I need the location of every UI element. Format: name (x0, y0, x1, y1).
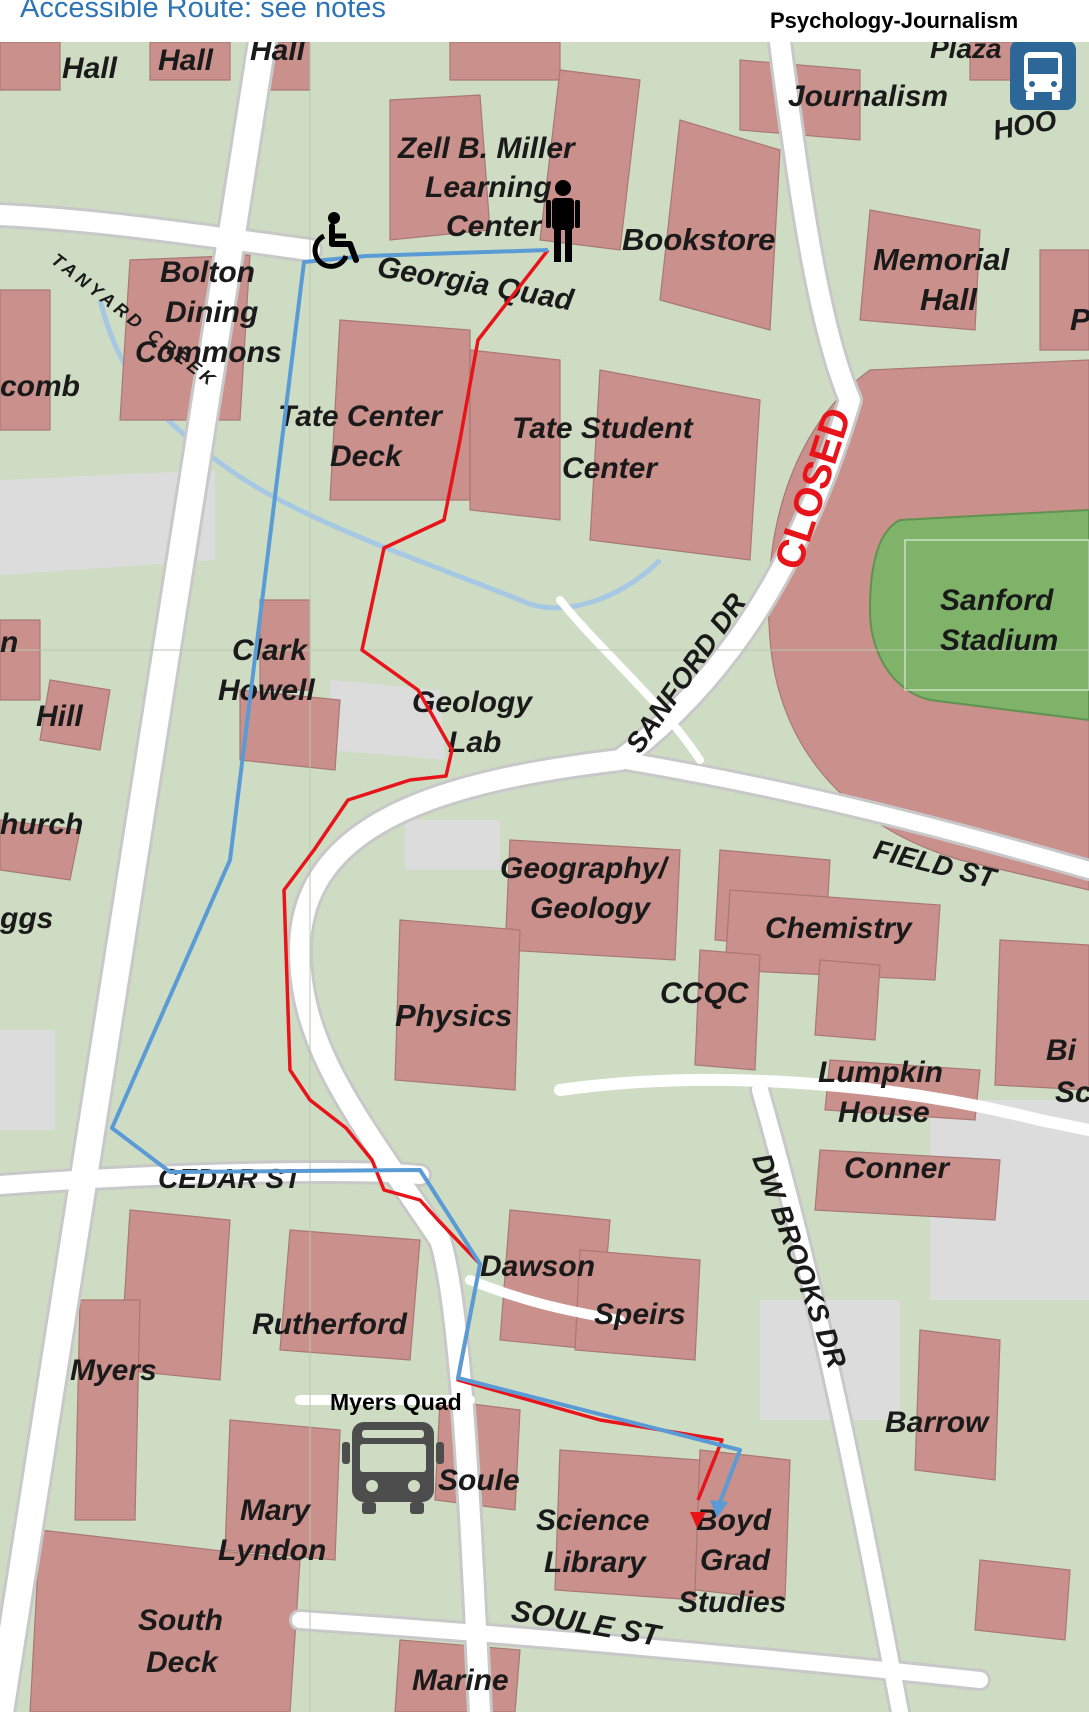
map-header: Accessible Route: see notes Psychology-J… (0, 0, 1089, 42)
label-boyd-1: Boyd (696, 1504, 772, 1537)
label-rutherford: Rutherford (252, 1308, 408, 1341)
label-chemistry: Chemistry (765, 912, 913, 945)
route-title: Accessible Route: see notes (20, 0, 386, 24)
label-tate-student-2: Center (562, 452, 659, 485)
label-hall-2: Hall (158, 44, 214, 77)
wheelchair-icon (312, 212, 359, 269)
accessible-route-arrow (710, 1500, 728, 1518)
accessible-route (110, 248, 742, 1503)
label-comb: comb (0, 370, 80, 403)
label-hall-1: Hall (62, 52, 118, 85)
label-clark-2: Howell (218, 674, 315, 707)
person-icon (546, 180, 580, 262)
label-sc-edge: Sc (1055, 1076, 1089, 1109)
label-p-edge: P (1070, 302, 1089, 337)
label-tate-student-1: Tate Student (512, 412, 695, 445)
label-dawson: Dawson (480, 1250, 595, 1283)
label-myers: Myers (70, 1354, 157, 1387)
label-barrow: Barrow (885, 1406, 990, 1439)
label-clark-1: Clark (232, 634, 308, 667)
map-grid (0, 42, 1089, 1712)
roads (0, 26, 1089, 1712)
label-physics: Physics (395, 998, 512, 1033)
label-lumpkin-2: House (838, 1096, 930, 1129)
label-church: hurch (0, 808, 83, 841)
stadium (767, 359, 1089, 891)
label-lumpkin-1: Lumpkin (818, 1056, 943, 1089)
label-marine: Marine (412, 1664, 509, 1697)
label-sanford-stadium-2: Stadium (940, 624, 1058, 657)
label-sanford-stadium-1: Sanford (940, 584, 1054, 617)
label-mary-2: Lyndon (218, 1534, 326, 1567)
label-science-library-2: Library (544, 1546, 647, 1579)
bus-stop-label-bottom: Myers Quad (330, 1389, 462, 1415)
label-conner: Conner (844, 1152, 951, 1185)
label-zell-1: Zell B. Miller (397, 132, 577, 165)
label-mary-1: Mary (240, 1494, 311, 1527)
label-boyd-2: Grad (700, 1544, 771, 1577)
label-geography-2: Geology (530, 892, 651, 925)
label-ggs: ggs (0, 902, 53, 935)
label-boyd-3: Studies (678, 1586, 786, 1619)
label-cedar-st: CEDAR ST (158, 1163, 304, 1194)
label-bi-edge: Bi (1046, 1034, 1077, 1067)
label-hill: Hill (36, 700, 83, 733)
label-south-deck-2: Deck (146, 1646, 219, 1679)
label-journalism: Journalism (788, 80, 948, 113)
label-bolton-1: Bolton (160, 256, 255, 289)
label-bolton-2: Dining (165, 296, 258, 329)
label-zell-2: Learning (425, 171, 552, 204)
label-memorial-2: Hall (920, 282, 978, 317)
label-bookstore: Bookstore (622, 222, 775, 257)
walking-route-arrow (690, 1512, 706, 1528)
bus-icon-top (1010, 40, 1076, 110)
label-soule: Soule (438, 1464, 520, 1497)
label-science-library-1: Science (536, 1504, 649, 1537)
label-n-edge: n (0, 626, 18, 659)
label-bolton-3: Commons (135, 336, 282, 369)
label-tate-deck-1: Tate Center (278, 400, 444, 433)
label-geography-1: Geography/ (500, 852, 669, 885)
bus-stop-label-top: Psychology-Journalism (770, 8, 1019, 33)
label-south-deck-1: South (138, 1604, 223, 1637)
paved-areas (0, 470, 1089, 1420)
label-ccqc: CCQC (660, 977, 750, 1010)
bus-icon-bottom (342, 1422, 444, 1514)
label-tate-deck-2: Deck (330, 440, 403, 473)
label-speirs: Speirs (594, 1298, 686, 1331)
label-memorial-1: Memorial (873, 242, 1010, 277)
label-geology-lab-2: Lab (448, 726, 501, 759)
label-zell-3: Center (446, 210, 543, 243)
